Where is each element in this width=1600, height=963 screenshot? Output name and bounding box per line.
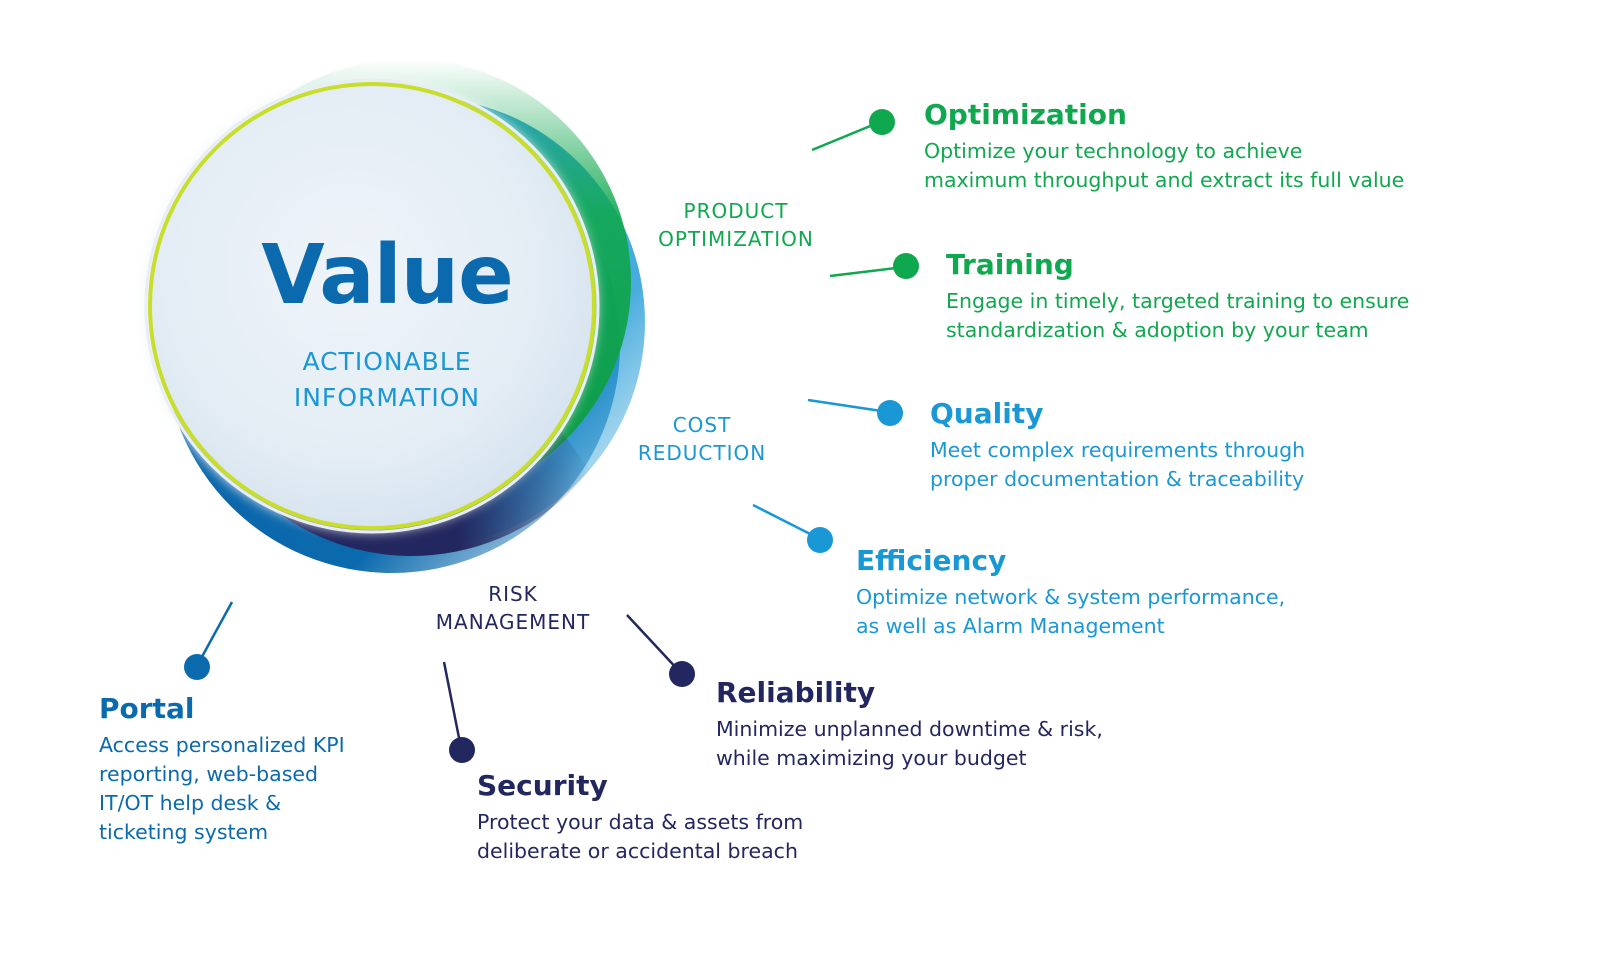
item-reliability-desc: Minimize unplanned downtime & risk, whil… (716, 715, 1103, 773)
item-training-desc-line1: Engage in timely, targeted training to e… (946, 289, 1410, 313)
hub-disc (148, 82, 596, 530)
item-quality-desc-line2: proper documentation & traceability (930, 467, 1305, 491)
item-portal-desc-line1: Access personalized KPI (99, 733, 345, 757)
item-security-desc: Protect your data & assets from delibera… (477, 808, 803, 866)
item-optimization-desc-line1: Optimize your technology to achieve (924, 139, 1303, 163)
efficiency-dot (807, 527, 833, 553)
item-training-desc: Engage in timely, targeted training to e… (946, 287, 1409, 345)
category-risk-management-line1: RISK (488, 582, 538, 606)
item-optimization-title: Optimization (924, 98, 1127, 131)
item-efficiency: Efficiency Optimize network & system per… (856, 543, 1285, 641)
item-portal-desc: Access personalized KPI reporting, web-b… (99, 731, 345, 847)
item-optimization-desc: Optimize your technology to achieve maxi… (924, 137, 1404, 195)
connectors (184, 109, 919, 763)
quality-dot (877, 400, 903, 426)
quality-line (807, 398, 889, 414)
item-efficiency-desc-line1: Optimize network & system performance, (856, 585, 1286, 609)
item-quality-title: Quality (930, 397, 1044, 430)
item-reliability-desc-line2: while maximizing your budget (716, 746, 1027, 770)
category-product-optimization-line1: PRODUCT (683, 199, 789, 223)
item-security-desc-line2: deliberate or accidental breach (477, 839, 798, 863)
optimization-dot (869, 109, 895, 135)
item-portal-title: Portal (99, 692, 195, 725)
item-reliability: Reliability Minimize unplanned downtime … (716, 675, 1103, 773)
item-portal-desc-line2: reporting, web-based (99, 762, 319, 786)
item-quality-desc-line1: Meet complex requirements through (930, 438, 1306, 462)
category-cost-reduction-line2: REDUCTION (637, 441, 767, 465)
training-line (829, 265, 905, 278)
hub-disc-edge (144, 78, 600, 534)
item-security: Security Protect your data & assets from… (477, 768, 803, 866)
security-line (442, 661, 463, 749)
item-training-desc-line2: standardization & adoption by your team (946, 318, 1369, 342)
item-security-title: Security (477, 769, 608, 802)
hub-rings (144, 59, 645, 573)
portal-dot (184, 654, 210, 680)
item-optimization: Optimization Optimize your technology to… (924, 97, 1404, 195)
category-cost-reduction-line1: COST (672, 413, 732, 437)
item-efficiency-desc: Optimize network & system performance, a… (856, 583, 1285, 641)
reliability-dot (669, 661, 695, 687)
hub-subtitle-line2: INFORMATION (293, 383, 481, 412)
item-reliability-title: Reliability (716, 676, 876, 709)
item-training: Training Engage in timely, targeted trai… (946, 247, 1409, 345)
category-risk-management-line2: MANAGEMENT (435, 610, 591, 634)
item-security-desc-line1: Protect your data & assets from (477, 810, 804, 834)
portal-line (196, 601, 234, 665)
item-quality-desc: Meet complex requirements through proper… (930, 436, 1305, 494)
security-dot (449, 737, 475, 763)
item-reliability-desc-line1: Minimize unplanned downtime & risk, (716, 717, 1103, 741)
item-efficiency-desc-line2: as well as Alarm Management (856, 614, 1165, 638)
item-portal-desc-line4: ticketing system (99, 820, 269, 844)
reliability-line (626, 614, 681, 673)
item-optimization-desc-line2: maximum throughput and extract its full … (924, 168, 1405, 192)
item-training-title: Training (946, 248, 1074, 281)
item-portal-desc-line3: IT/OT help desk & (99, 791, 282, 815)
item-portal: Portal Access personalized KPI reporting… (99, 691, 345, 847)
efficiency-line (752, 503, 819, 540)
category-product-optimization-line2: OPTIMIZATION (658, 227, 814, 251)
category-cost-reduction: COST REDUCTION (622, 411, 782, 467)
category-risk-management: RISK MANAGEMENT (418, 580, 608, 636)
category-product-optimization: PRODUCT OPTIMIZATION (636, 197, 836, 253)
optimization-line (811, 120, 881, 152)
hub-title: Value (261, 228, 513, 323)
training-dot (893, 253, 919, 279)
item-efficiency-title: Efficiency (856, 544, 1007, 577)
hub-subtitle: ACTIONABLE INFORMATION (192, 344, 582, 416)
item-quality: Quality Meet complex requirements throug… (930, 396, 1305, 494)
hub-subtitle-line1: ACTIONABLE (302, 347, 472, 376)
